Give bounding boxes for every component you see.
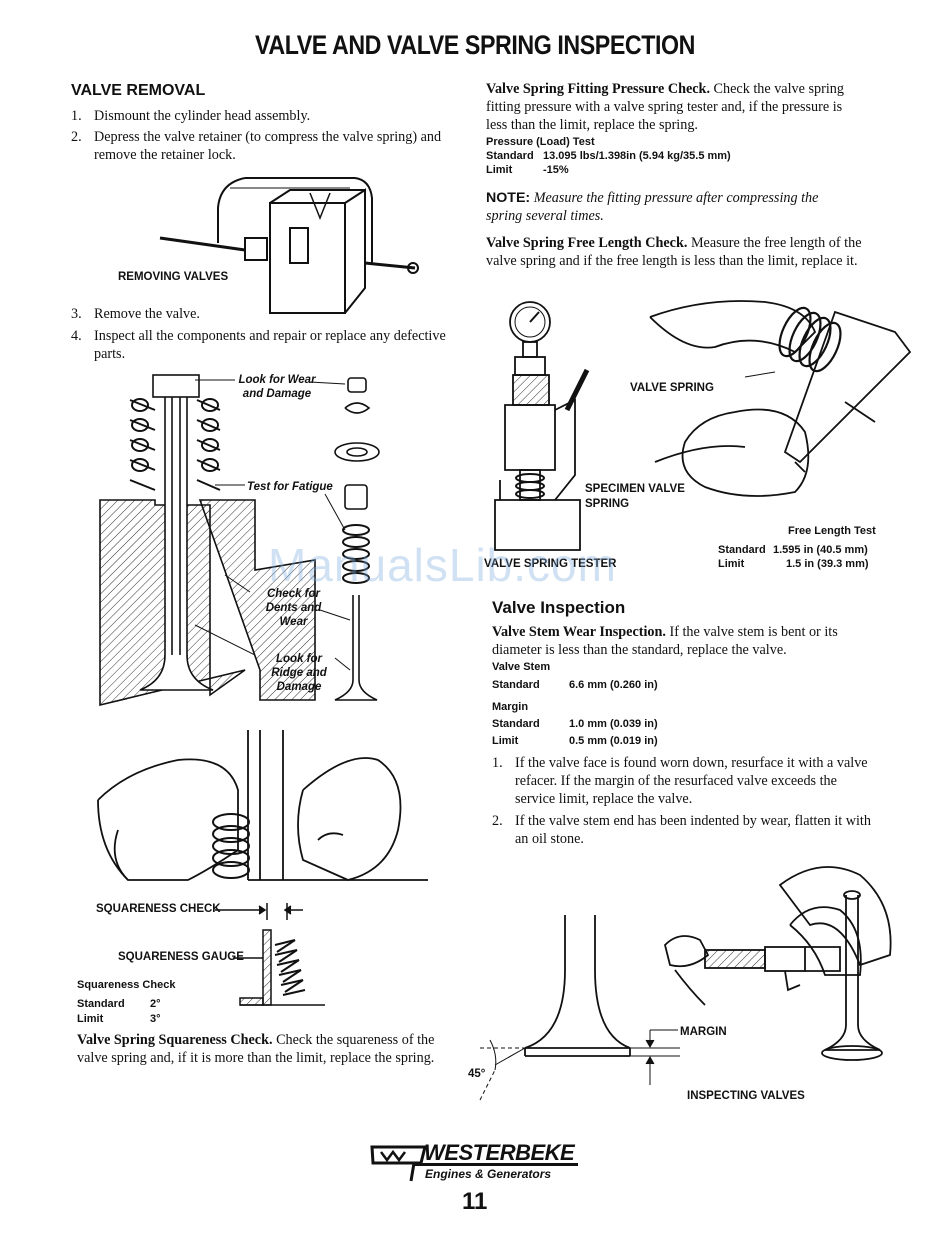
valve-removal-steps-1-2: 1. Dismount the cylinder head assembly. … [71,107,446,164]
page-title: VALVE AND VALVE SPRING INSPECTION [255,30,695,60]
free-length-paragraph: Valve Spring Free Length Check. Measure … [486,234,866,270]
valve-inspection-heading: Valve Inspection [492,598,626,617]
valve-cross-section-illustration [99,374,380,707]
free-length-standard-value: 1.595 in (40.5 mm) [773,544,868,556]
margin-spec-title: Margin [492,701,529,713]
margin-label: MARGIN [680,1026,727,1038]
list-item: 4. Inspect all the components and repair… [71,327,446,363]
squareness-standard-label: Standard [77,998,125,1010]
valve-spring-tester-label: VALVE SPRING TESTER [484,558,617,570]
free-length-lead: Valve Spring Free Length Check. [486,235,688,251]
look-for-ridge-callout: Look for Ridge and Damage [271,653,327,693]
valve-stem-standard-label: Standard [492,679,540,691]
valve-stem-spec-title: Valve Stem [492,661,551,673]
inspecting-valves-label: INSPECTING VALVES [687,1090,805,1102]
squareness-spec-title: Squareness Check [77,979,176,991]
valve-removal-steps-3-4: 3. Remove the valve. 4. Inspect all the … [71,305,446,363]
free-length-spec-title: Free Length Test [788,525,876,537]
squareness-limit-value: 3° [150,1013,161,1025]
squareness-paragraph: Valve Spring Squareness Check. Check the… [77,1031,445,1067]
check-for-dents-callout: Check for Dents and Wear [265,588,322,628]
squareness-standard-value: 2° [150,998,161,1010]
step-text: If the valve stem end has been indented … [515,813,871,847]
list-item: 1. If the valve face is found worn down,… [492,754,874,808]
pressure-limit-value: -15% [543,164,569,176]
angle-label: 45° [468,1068,486,1080]
list-item: 2. If the valve stem end has been indent… [492,812,874,848]
squareness-text: Check the squareness of the valve spring… [77,1032,435,1066]
note-text: Measure the fitting pressure after compr… [486,190,819,224]
valve-removal-heading: VALVE REMOVAL [71,82,206,99]
margin-limit-value: 0.5 mm (0.019 in) [569,735,658,747]
brand-tagline: Engines & Generators [425,1167,552,1181]
free-length-limit-value: 1.5 in (39.3 mm) [786,558,869,570]
margin-limit-label: Limit [492,735,519,747]
list-item: 1. Dismount the cylinder head assembly. [71,107,446,125]
free-length-limit-label: Limit [718,558,745,570]
step-text: Dismount the cylinder head assembly. [94,108,311,124]
removing-valves-label: REMOVING VALVES [118,271,229,283]
westerbeke-brand: WESTERBEKE [424,1140,575,1165]
spring-tester-illustration [494,301,590,551]
caliper-measurement-illustration [649,300,912,497]
page-number: 11 [462,1188,488,1215]
free-length-text: Measure the free length of the valve spr… [486,235,862,269]
margin-standard-label: Standard [492,718,540,730]
list-item: 3. Remove the valve. [71,305,446,323]
squareness-lead: Valve Spring Squareness Check. [77,1032,273,1048]
step-number: 2. [492,813,503,829]
list-item: 2. Depress the valve retainer (to compre… [71,128,446,164]
squareness-limit-label: Limit [77,1013,104,1025]
brand-underline [415,1163,578,1166]
valve-spring-label: VALVE SPRING [630,382,714,394]
fitting-pressure-note: NOTE: Measure the fitting pressure after… [486,189,856,225]
step-number: 2. [71,129,82,145]
fitting-pressure-paragraph: Valve Spring Fitting Pressure Check. Che… [486,80,866,134]
valve-compressor-illustration [159,177,419,314]
note-label: NOTE: [486,190,531,206]
micrometer-illustration [664,866,892,1061]
free-length-standard-label: Standard [718,544,766,556]
squareness-gauge-label: SQUARENESS GAUGE [118,951,244,963]
valve-stem-paragraph: Valve Stem Wear Inspection. If the valve… [492,623,874,659]
step-text: If the valve face is found worn down, re… [515,755,868,807]
pressure-spec-title: Pressure (Load) Test [486,136,595,148]
pressure-standard-label: Standard [486,150,534,162]
step-text: Inspect all the components and repair or… [94,328,446,362]
squareness-check-label: SQUARENESS CHECK [96,903,221,915]
step-number: 3. [71,306,82,322]
step-number: 1. [492,755,503,771]
valve-stem-lead: Valve Stem Wear Inspection. [492,624,666,640]
squareness-gauge-diagram [215,903,325,1006]
test-for-fatigue-callout: Test for Fatigue [247,481,333,493]
margin-standard-value: 1.0 mm (0.039 in) [569,718,658,730]
pressure-limit-label: Limit [486,164,513,176]
fitting-pressure-text: Check the valve spring fitting pressure … [486,81,844,133]
valve-stem-text: If the valve stem is bent or its diamete… [492,624,838,658]
pressure-standard-value: 13.095 lbs/1.398in (5.94 kg/35.5 mm) [543,150,731,162]
valve-stem-standard-value: 6.6 mm (0.260 in) [569,679,658,691]
squareness-hands-illustration [97,730,428,881]
fitting-pressure-lead: Valve Spring Fitting Pressure Check. [486,81,710,97]
step-text: Depress the valve retainer (to compress … [94,129,442,163]
step-number: 4. [71,328,82,344]
step-text: Remove the valve. [94,306,200,322]
valve-inspection-steps: 1. If the valve face is found worn down,… [492,754,874,848]
step-number: 1. [71,108,82,124]
watermark-text: ManualsLib.com [268,539,617,591]
specimen-valve-spring-label: SPECIMEN VALVE SPRING [585,483,685,510]
valve-margin-diagram [479,915,680,1101]
look-for-wear-callout: Look for Wear and Damage [238,374,316,400]
